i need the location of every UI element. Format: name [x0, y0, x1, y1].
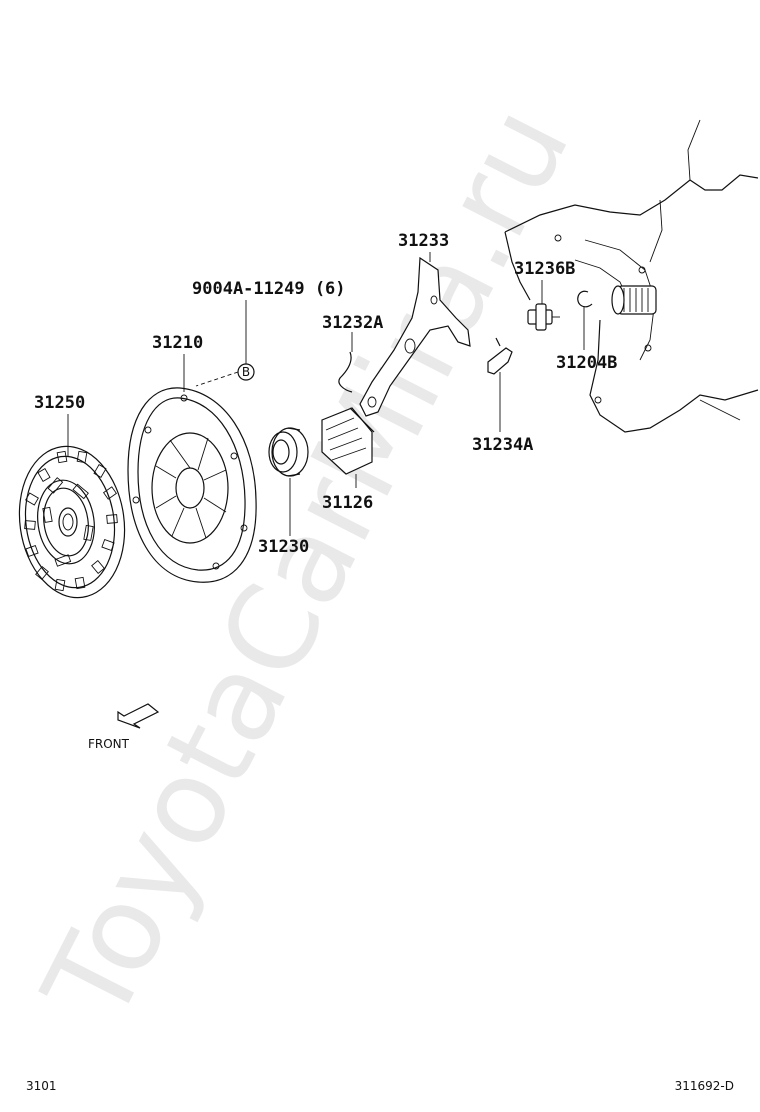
part-label-31232a: 31232A — [322, 313, 383, 333]
retainer-drawing — [577, 290, 593, 308]
part-label-31234a: 31234A — [472, 435, 533, 455]
part-label-9004a-11249: 9004A-11249 (6) — [192, 279, 346, 299]
part-label-31230: 31230 — [258, 537, 309, 557]
release-bearing-drawing — [268, 427, 309, 477]
part-label-31126: 31126 — [322, 493, 373, 513]
front-label: FRONT — [88, 737, 130, 751]
front-arrow-icon — [117, 703, 160, 729]
part-label-31204b: 31204B — [556, 353, 617, 373]
bolt-marker-circle — [237, 363, 255, 381]
fork-support-drawing — [527, 303, 560, 331]
part-label-31233: 31233 — [398, 231, 449, 251]
boot-drawing — [321, 407, 375, 475]
part-label-31236b: 31236B — [514, 259, 575, 279]
transmission-housing — [504, 119, 759, 433]
bearing-hub-clip-drawing — [487, 337, 513, 375]
bolt-marker-label: B — [242, 365, 250, 379]
clutch-cover-drawing — [127, 387, 257, 583]
clutch-disc-drawing — [18, 445, 126, 599]
part-label-31250: 31250 — [34, 393, 85, 413]
part-label-31210: 31210 — [152, 333, 203, 353]
leader-lines — [67, 252, 585, 536]
page-code: 3101 — [26, 1079, 57, 1093]
fork-spring-drawing — [338, 351, 353, 393]
release-fork-drawing — [359, 256, 471, 417]
drawing-id: 311692-D — [675, 1079, 734, 1093]
